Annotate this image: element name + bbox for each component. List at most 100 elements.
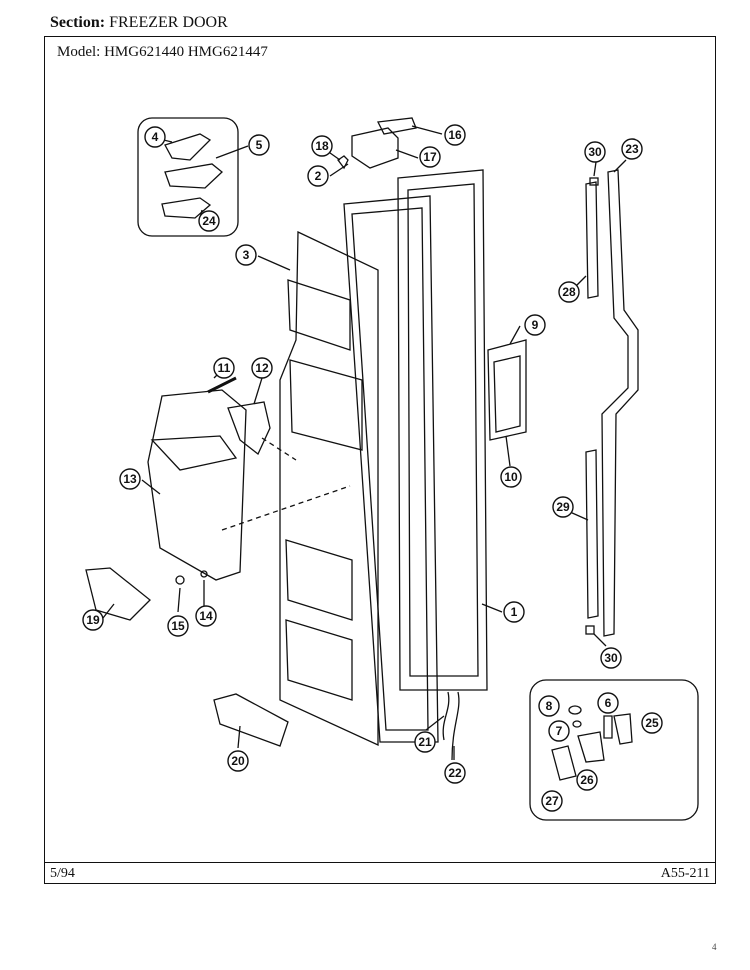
inset-box-hardware <box>529 679 699 821</box>
svg-text:16: 16 <box>448 128 462 142</box>
callout-15: 15 <box>167 615 189 637</box>
svg-text:25: 25 <box>645 716 659 730</box>
assembly-line-2 <box>261 437 297 461</box>
assembly-line-1 <box>221 485 351 531</box>
footer-date: 5/94 <box>50 866 75 881</box>
callout-2: 2 <box>307 165 329 187</box>
callout-10: 10 <box>500 466 522 488</box>
part-3-door-liner <box>279 230 379 747</box>
inset-box-hinge <box>137 117 239 237</box>
leader-15 <box>177 587 181 613</box>
leader-5 <box>215 145 249 159</box>
part-10-panel <box>493 355 521 433</box>
liner-top-compartment <box>287 279 351 351</box>
liner-dispenser-recess <box>289 359 363 451</box>
part-1-inner-edge <box>407 183 479 677</box>
part-22-wire <box>451 691 460 761</box>
leader-3 <box>257 255 291 271</box>
callout-26: 26 <box>576 769 598 791</box>
callout-9: 9 <box>524 314 546 336</box>
part-29-strip <box>585 449 599 619</box>
diagram-frame <box>44 36 716 884</box>
part-13-dispenser-housing <box>147 389 247 581</box>
svg-text:14: 14 <box>199 609 213 623</box>
section-title: Section: FREEZER DOOR <box>50 14 228 32</box>
part-23-handle-trim <box>601 169 639 637</box>
part-16-shape <box>377 117 417 135</box>
callout-24: 24 <box>198 210 220 232</box>
callout-18: 18 <box>311 135 333 157</box>
svg-text:3: 3 <box>243 248 250 262</box>
callout-19: 19 <box>82 609 104 631</box>
svg-text:19: 19 <box>86 613 100 627</box>
callout-30-top: 30 <box>584 141 606 163</box>
svg-text:18: 18 <box>315 139 329 153</box>
part-14-screw <box>200 570 208 578</box>
svg-text:2: 2 <box>315 169 322 183</box>
callout-11: 11 <box>213 357 235 379</box>
part-12-shape <box>227 401 271 456</box>
callout-5: 5 <box>248 134 270 156</box>
svg-text:7: 7 <box>556 724 563 738</box>
leader-16 <box>411 125 443 135</box>
callout-30-bottom: 30 <box>600 647 622 669</box>
part-30-cap-top <box>589 177 599 186</box>
svg-text:26: 26 <box>580 773 594 787</box>
leader-19 <box>102 603 115 619</box>
svg-text:22: 22 <box>448 766 462 780</box>
callout-27: 27 <box>541 790 563 812</box>
part-25-bracket <box>613 713 633 745</box>
svg-text:30: 30 <box>604 651 618 665</box>
part-18-shape <box>337 155 349 170</box>
svg-text:21: 21 <box>418 735 432 749</box>
leader-21 <box>425 715 445 731</box>
leader-9 <box>509 325 521 345</box>
part-4-shape <box>164 133 212 161</box>
leader-30-top <box>593 161 597 177</box>
svg-text:10: 10 <box>504 470 518 484</box>
svg-text:4: 4 <box>152 130 159 144</box>
part-6-shape <box>603 715 613 739</box>
leader-29 <box>569 511 589 521</box>
svg-text:20: 20 <box>231 754 245 768</box>
part-11-shape <box>207 376 237 394</box>
part-30-cap-bottom <box>585 625 595 635</box>
part-21-wire <box>442 691 450 741</box>
callout-3: 3 <box>235 244 257 266</box>
leader-17 <box>395 149 419 159</box>
part-15-screw <box>175 575 185 585</box>
footer-divider <box>44 862 716 863</box>
part-5-shape <box>164 163 223 189</box>
callout-28: 28 <box>558 281 580 303</box>
leader-23 <box>613 159 627 173</box>
callout-7: 7 <box>548 720 570 742</box>
callout-29: 29 <box>552 496 574 518</box>
part-7-bushing <box>572 720 582 728</box>
model-values: HMG621440 HMG621447 <box>104 44 268 60</box>
callout-17: 17 <box>419 146 441 168</box>
liner-shelf-1 <box>285 539 353 621</box>
callout-1: 1 <box>503 601 525 623</box>
svg-text:29: 29 <box>556 500 570 514</box>
callout-20: 20 <box>227 750 249 772</box>
svg-text:8: 8 <box>546 699 553 713</box>
callout-23: 23 <box>621 138 643 160</box>
callout-14: 14 <box>195 605 217 627</box>
svg-text:11: 11 <box>218 361 231 375</box>
part-26-hinge <box>577 731 605 763</box>
corner-mark: 4 <box>712 942 717 952</box>
part-9-panel <box>487 339 527 441</box>
svg-text:1: 1 <box>511 605 518 619</box>
leader-13 <box>141 479 161 495</box>
part-2-gasket <box>343 195 439 743</box>
svg-text:17: 17 <box>423 150 437 164</box>
leader-12 <box>253 377 263 405</box>
leader-2 <box>329 163 349 177</box>
part-20-bin <box>213 693 289 747</box>
callout-22: 22 <box>444 762 466 784</box>
section-value: FREEZER DOOR <box>109 14 228 31</box>
svg-text:30: 30 <box>588 145 602 159</box>
leader-30-bottom <box>593 633 607 647</box>
callout-6: 6 <box>597 692 619 714</box>
